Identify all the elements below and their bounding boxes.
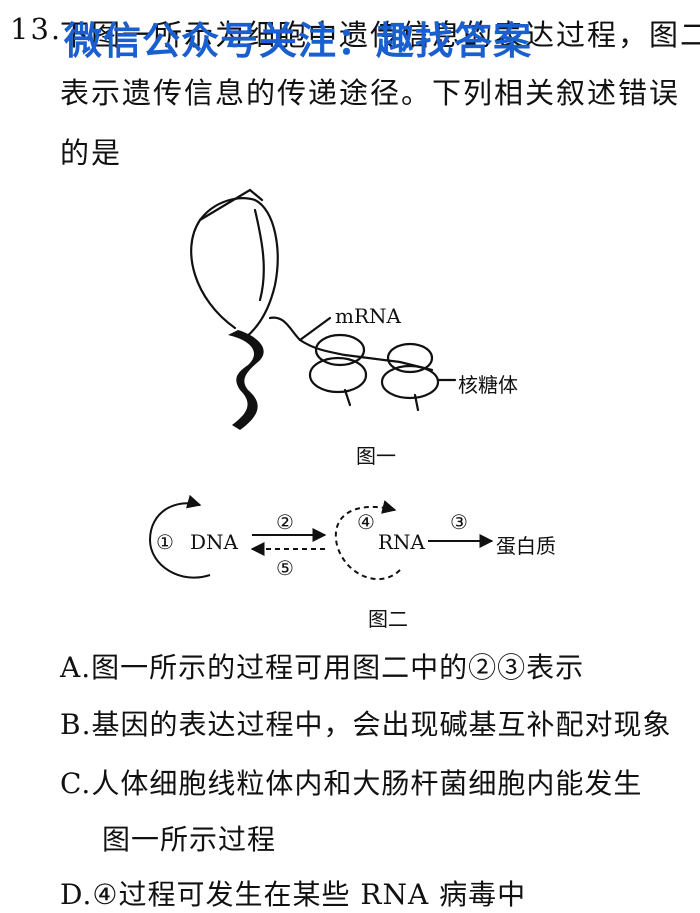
dna-strand-top (198, 188, 264, 222)
option-c-text-line-2: 图一所示过程 (102, 823, 277, 856)
ribosome-2-bottom (380, 364, 440, 400)
rna-node: RNA (378, 530, 426, 554)
option-c-text: 人体细胞线粒体内和大肠杆菌细胞内能发生 (91, 767, 643, 800)
mrna-label-line (298, 316, 332, 342)
protein-node: 蛋白质 (496, 534, 556, 558)
question-number: 13. (10, 12, 63, 46)
question-line-2: 表示遗传信息的传递途径。下列相关叙述错误 (60, 76, 681, 110)
step-3-label: ③ (450, 510, 468, 534)
ribosome-label: 核糖体 (458, 373, 518, 397)
option-a-text: 图一所示的过程可用图二中的②③表示 (91, 651, 585, 684)
step-1-label: ① (156, 530, 174, 554)
ribosome-2-top (386, 342, 434, 374)
ribosome-1-bottom (308, 356, 368, 394)
replication-arrow (148, 494, 211, 579)
rna-replication-arrow (334, 500, 401, 581)
option-d-text: ④过程可发生在某些 RNA 病毒中 (92, 878, 527, 911)
option-c-continued: 图一所示过程 (102, 818, 276, 858)
watermark-text: 微信公众号关注：趣找答案 (64, 19, 533, 63)
dna-helix (228, 330, 264, 430)
option-b-text: 基因的表达过程中，会出现碱基互补配对现象 (91, 708, 672, 741)
dna-node: DNA (190, 530, 238, 554)
option-b-letter: B. (60, 708, 92, 741)
question-line-3: 的是 (60, 136, 123, 170)
option-b: B.基因的表达过程中，会出现碱基互补配对现象 (60, 703, 672, 743)
ribosome-1-peptide (343, 388, 352, 407)
figure-two-caption: 图二 (368, 607, 408, 631)
figure-one-caption: 图一 (356, 444, 396, 468)
step-2-label: ② (276, 510, 294, 534)
ribosome-2-peptide (413, 393, 420, 412)
mrna-label: mRNA (335, 304, 401, 328)
option-c-letter: C. (60, 767, 92, 800)
ribosome-1-top (314, 333, 366, 367)
dna-inner-strand (253, 208, 265, 302)
question-line-1: 下图一所示为细胞中遗传信息的表达过程，图二 (60, 18, 700, 52)
option-c: C.人体细胞线粒体内和大肠杆菌细胞内能发生 (60, 762, 642, 802)
dna-loop (190, 197, 279, 340)
option-a-letter: A. (60, 651, 92, 684)
step-4-label: ④ (357, 510, 375, 534)
option-d-letter: D. (60, 878, 93, 911)
option-d: D.④过程可发生在某些 RNA 病毒中 (60, 873, 526, 913)
step-5-label: ⑤ (276, 556, 294, 580)
option-a: A.图一所示的过程可用图二中的②③表示 (60, 646, 584, 686)
